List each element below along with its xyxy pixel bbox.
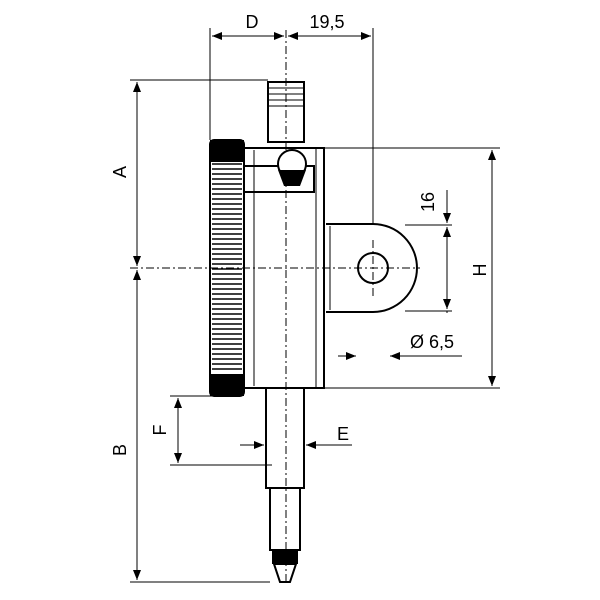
dim-label-d: D — [246, 12, 259, 32]
spindle — [265, 388, 305, 583]
locking-knob-icon — [277, 149, 307, 186]
knurled-bezel — [209, 139, 245, 397]
dimension-lines — [133, 32, 496, 580]
dim-label-19-5: 19,5 — [309, 12, 344, 32]
dim-label-a: A — [110, 166, 130, 178]
top-cap — [267, 81, 305, 143]
dim-label-b: B — [110, 444, 130, 456]
mounting-hole-icon — [357, 252, 389, 284]
dim-label-e: E — [337, 424, 349, 444]
dim-label-16: 16 — [418, 192, 438, 212]
center-lines — [130, 30, 420, 585]
extension-lines — [130, 28, 500, 583]
dim-label-f: F — [150, 425, 170, 436]
dim-label-h: H — [470, 264, 490, 277]
mounting-lug — [326, 223, 418, 313]
dim-label-hole-diameter: Ø 6,5 — [410, 332, 454, 352]
